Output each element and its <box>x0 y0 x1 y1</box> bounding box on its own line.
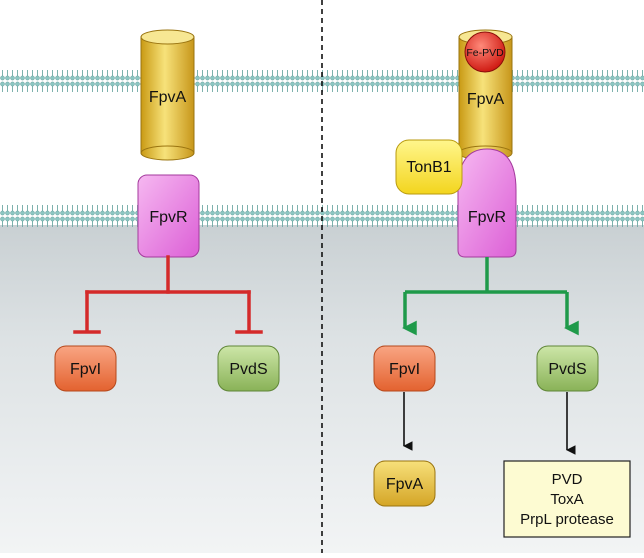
product-pvd-label: PVD <box>552 471 583 488</box>
outer-membrane <box>0 66 644 93</box>
fe-pvd-label: Fe-PVD <box>466 47 504 59</box>
pvds-products-box <box>503 460 631 538</box>
fpva-product-label: FpvA <box>386 476 424 493</box>
left-repression-lines <box>73 255 263 334</box>
left-pvds-label: PvdS <box>229 361 267 378</box>
left-pvds-box <box>217 345 280 392</box>
right-pvds-box <box>536 345 599 392</box>
right-activation-lines <box>402 257 579 336</box>
fe-pvd-ligand <box>464 31 506 73</box>
left-fpvi-label: FpvI <box>70 361 101 378</box>
left-fpva-label: FpvA <box>149 89 187 106</box>
left-fpva-receptor <box>140 29 195 161</box>
tonb1-label: TonB1 <box>406 159 451 176</box>
inner-membrane <box>0 200 644 227</box>
product-prpl-label: PrpL protease <box>520 511 614 528</box>
fpva-product-box <box>373 460 436 507</box>
right-pvds-label: PvdS <box>548 361 586 378</box>
tonb1-box <box>395 139 463 195</box>
left-fpvr-label: FpvR <box>149 209 187 226</box>
right-fpvr-label: FpvR <box>468 209 506 226</box>
right-fpvi-label: FpvI <box>389 361 420 378</box>
product-toxa-label: ToxA <box>550 491 583 508</box>
right-fpvr-box <box>457 148 517 258</box>
right-fpvi-box <box>373 345 436 392</box>
right-fpva-label: FpvA <box>467 91 505 108</box>
left-fpvi-box <box>54 345 117 392</box>
